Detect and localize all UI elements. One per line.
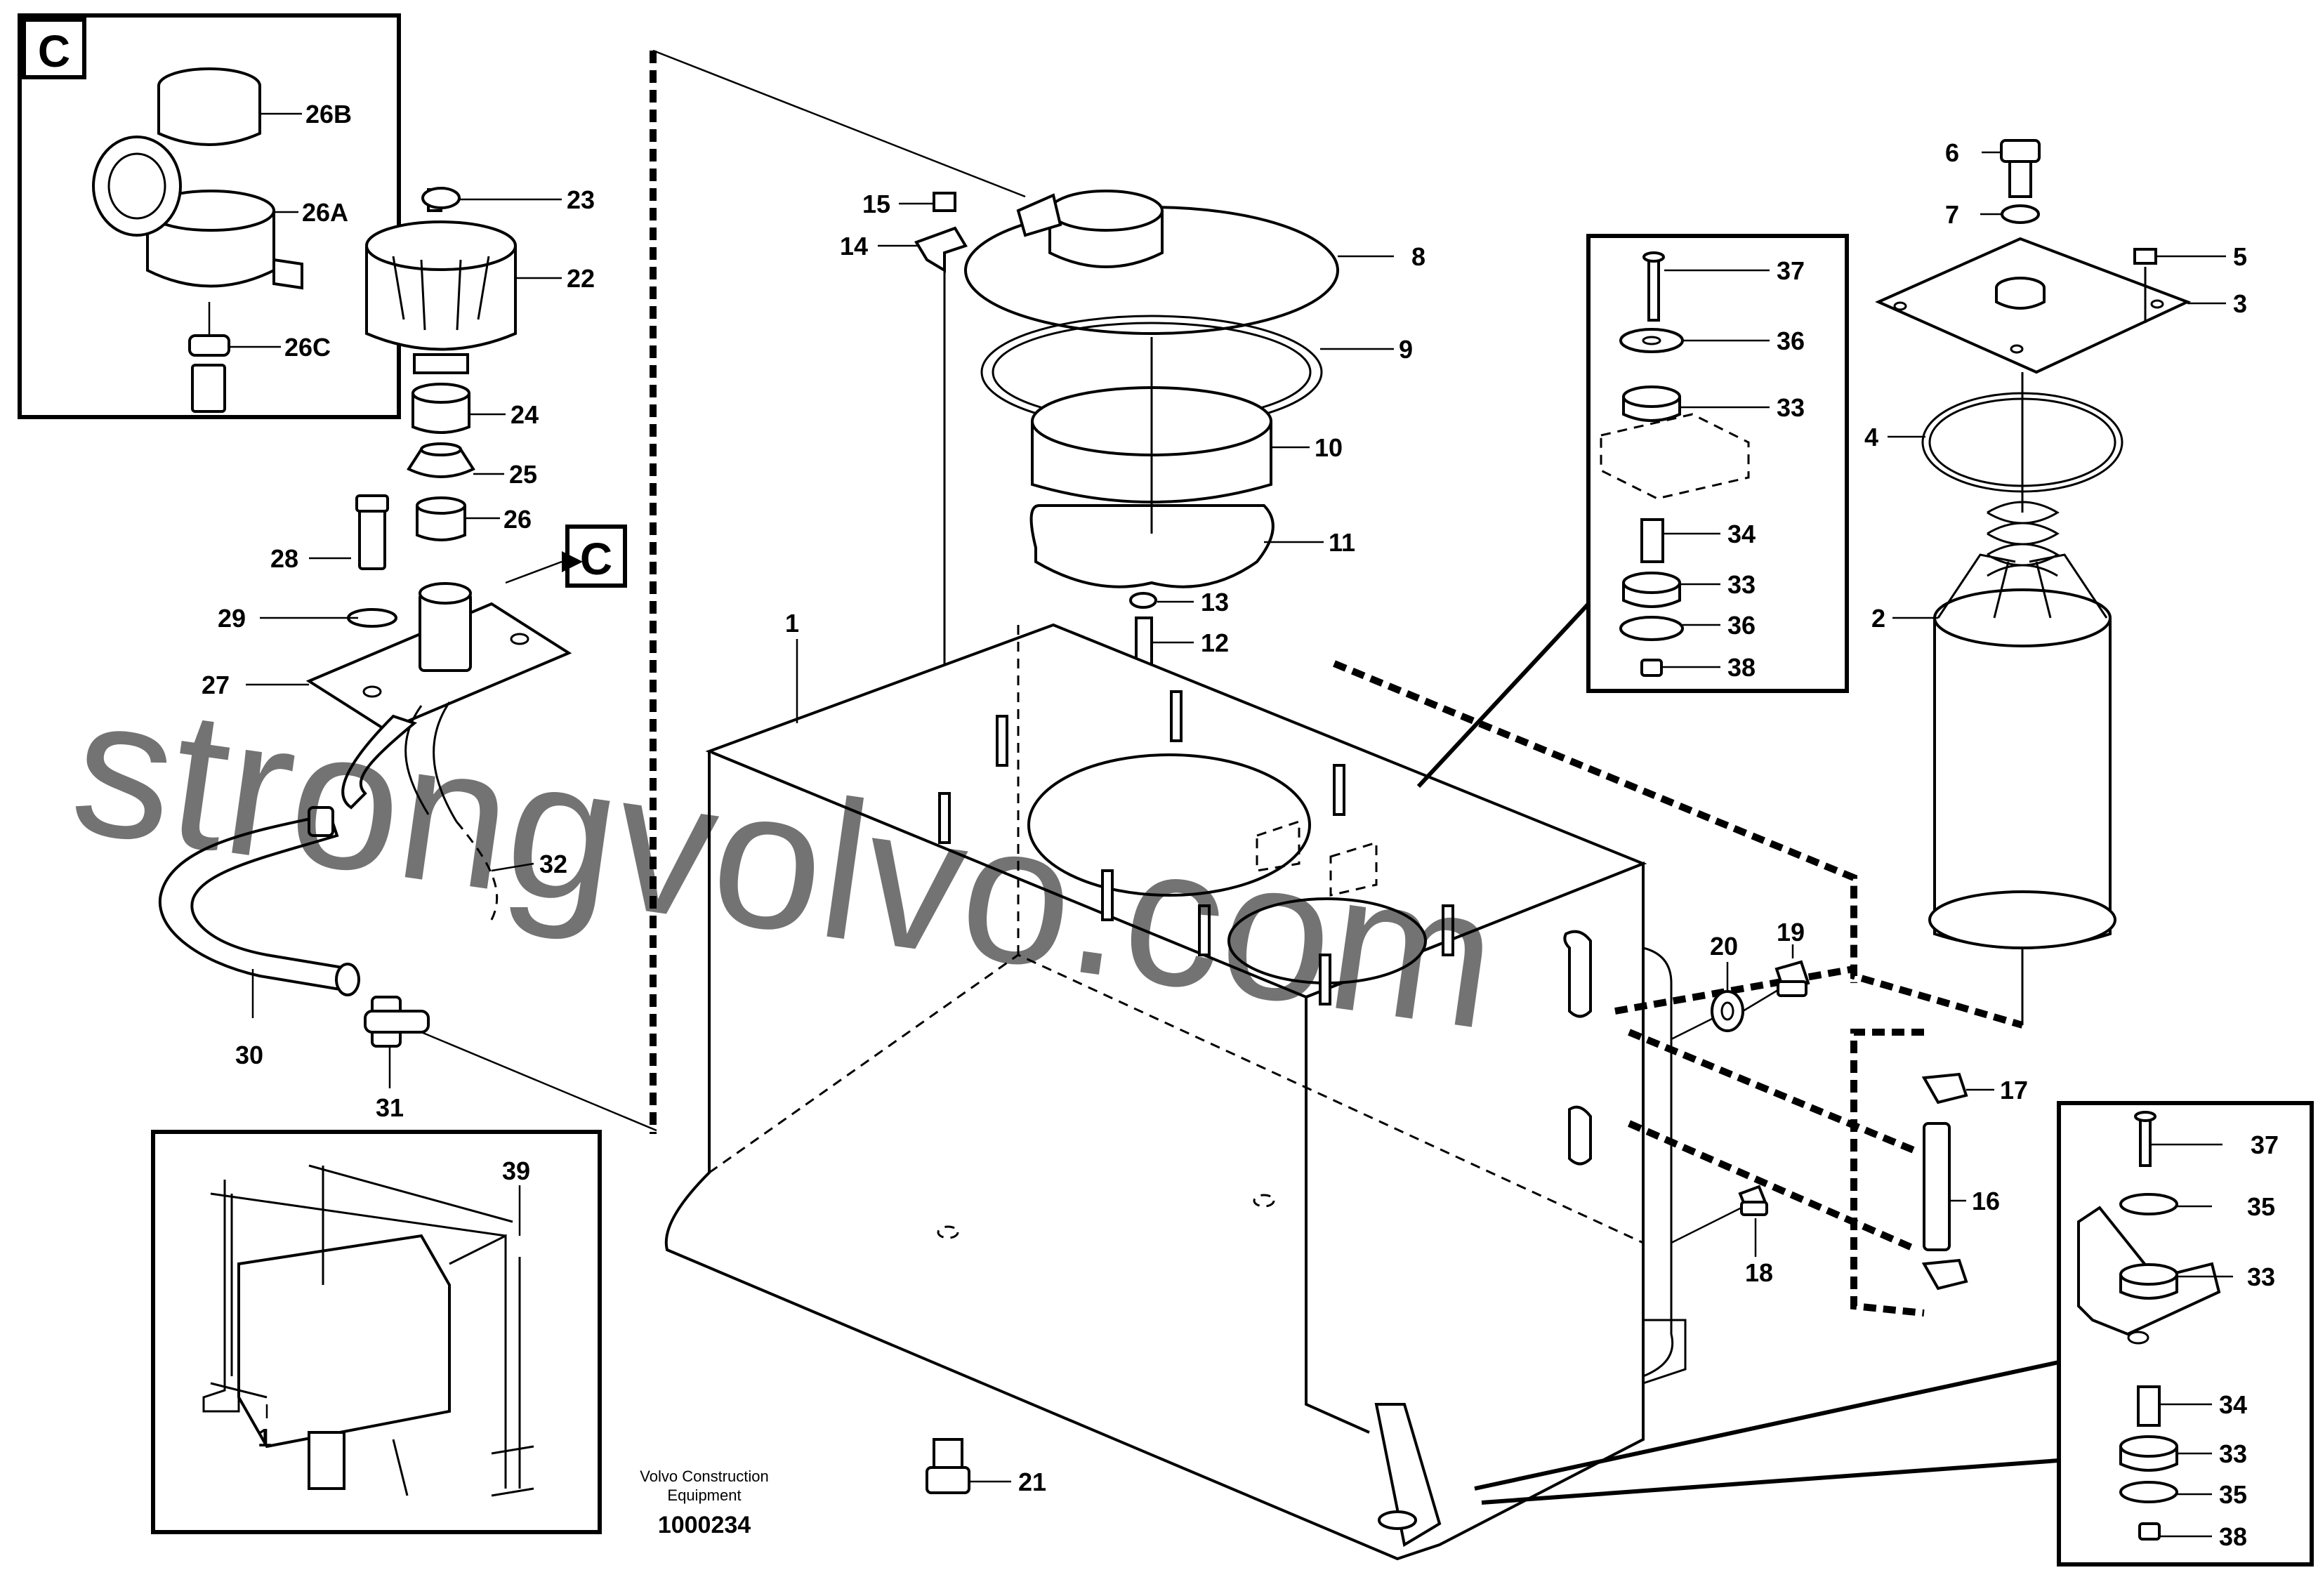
callout-34b: 34	[2219, 1390, 2247, 1419]
bracket-and-hoses: 28 29 27 32 30 31	[159, 494, 657, 1132]
callout-25: 25	[509, 460, 537, 489]
callout-29: 29	[218, 604, 246, 633]
callout-2: 2	[1871, 604, 1885, 633]
callout-30: 30	[235, 1041, 263, 1069]
callout-39: 39	[502, 1156, 530, 1185]
callout-27: 27	[202, 671, 230, 699]
callout-35: 35	[2247, 1192, 2275, 1221]
callout-11: 11	[1329, 528, 1355, 557]
callout-26A: 26A	[302, 198, 348, 227]
callout-21: 21	[1018, 1468, 1046, 1496]
callout-22: 22	[567, 264, 595, 293]
callout-37: 37	[1777, 256, 1805, 285]
callout-35b: 35	[2219, 1480, 2247, 1509]
callout-19: 19	[1777, 918, 1805, 947]
mount-detail-bottom: 37 35 33 34 33 35 38	[1474, 1101, 2314, 1567]
detail-c-ref-label: C	[580, 534, 612, 584]
callout-31: 31	[376, 1093, 404, 1122]
callout-26C: 26C	[284, 333, 331, 362]
detail-c-breather-inset: C 26B 26A 26C	[18, 13, 401, 419]
callout-20: 20	[1710, 932, 1738, 961]
callout-7: 7	[1945, 200, 1959, 229]
callout-16: 16	[1972, 1187, 2000, 1215]
drain-plug-21: 21	[926, 1438, 1046, 1496]
callout-33b: 33	[1727, 570, 1756, 599]
callout-9: 9	[1399, 335, 1413, 364]
callout-10: 10	[1315, 433, 1343, 462]
callout-3: 3	[2233, 289, 2247, 318]
callout-37b: 37	[2251, 1130, 2279, 1159]
callout-15: 15	[862, 190, 890, 218]
callout-5: 5	[2233, 242, 2247, 271]
hydraulic-tank: 1	[664, 609, 1687, 1561]
detail-c-reference: C	[505, 525, 627, 588]
callout-33c: 33	[2247, 1262, 2275, 1291]
callout-33: 33	[1777, 393, 1805, 422]
callout-12: 12	[1201, 628, 1229, 657]
plugs-and-level-hose: 19 20 18 17 16	[1627, 918, 2028, 1317]
callout-33d: 33	[2219, 1439, 2247, 1468]
callout-38: 38	[1727, 653, 1756, 682]
callout-8: 8	[1411, 242, 1425, 271]
filter-boundary	[1333, 660, 2024, 1029]
callout-4: 4	[1864, 423, 1878, 451]
callout-26: 26	[503, 505, 532, 534]
breather-assembly: 23 22 24 25 26	[365, 185, 595, 541]
title-block: Volvo Construction Equipment 1000234	[640, 1468, 768, 1538]
drawing-number: 1000234	[658, 1512, 751, 1538]
filter-boundary-2	[1614, 965, 1857, 1015]
callout-32: 32	[539, 850, 567, 878]
detail-c-label: C	[38, 26, 70, 77]
callout-36: 36	[1777, 327, 1805, 355]
callout-38b: 38	[2219, 1522, 2247, 1551]
callout-23: 23	[567, 185, 595, 214]
brand-line1: Volvo Construction	[640, 1468, 768, 1485]
callout-1: 1	[785, 609, 799, 638]
tank-cover-group: 8 9 10 11 15 14	[840, 190, 1425, 843]
return-filter-group: 6 7 5 3 4 2	[1864, 138, 2247, 949]
tank-frame-inset: 39 1	[151, 1130, 602, 1534]
callout-18: 18	[1745, 1258, 1773, 1287]
callout-14: 14	[840, 232, 868, 260]
callout-24: 24	[511, 400, 539, 429]
callout-26B: 26B	[305, 100, 352, 128]
mount-detail-top: 37 36 33 34 33 36 38	[1416, 234, 1849, 789]
callout-17: 17	[2000, 1076, 2028, 1104]
brand-line2: Equipment	[667, 1486, 741, 1504]
callout-1b: 1	[258, 1423, 272, 1452]
callout-34: 34	[1727, 520, 1756, 548]
callout-13: 13	[1201, 588, 1229, 616]
callout-36b: 36	[1727, 611, 1756, 640]
callout-28: 28	[270, 544, 298, 573]
callout-6: 6	[1945, 138, 1959, 167]
